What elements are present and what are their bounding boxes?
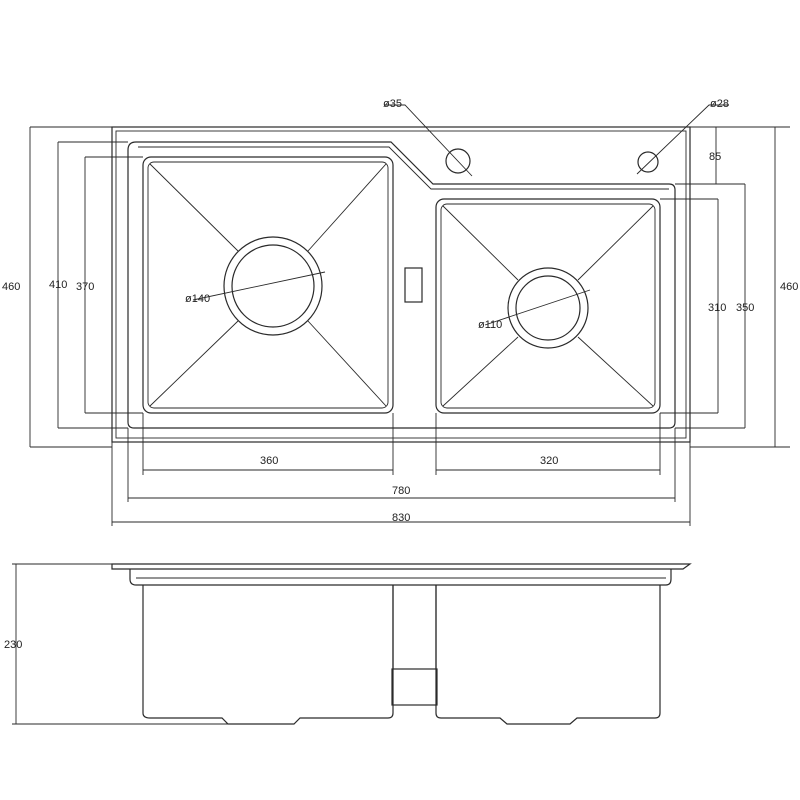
dim-85: 85: [709, 151, 721, 163]
soap-hole: [637, 151, 659, 173]
deck-outline: [127, 141, 676, 429]
dim-780: 780: [392, 485, 410, 497]
side-right-bowl: [435, 585, 661, 725]
dim-830: 830: [392, 512, 410, 524]
right-bowl: [435, 198, 661, 414]
outer-frame: [111, 126, 691, 443]
dim-410: 410: [49, 279, 67, 291]
dim-320: 320: [540, 455, 558, 467]
dim-230: 230: [4, 639, 22, 651]
dim-460-left: 460: [2, 281, 20, 293]
top-view: ø35 ø28 ø140 ø110 460 410 370 460 350 31…: [2, 98, 798, 526]
overflow-slot: [404, 267, 423, 303]
tap-hole: [445, 148, 471, 174]
hole-left-label: ø35: [383, 98, 402, 110]
right-drain: [507, 267, 589, 349]
dim-360: 360: [260, 455, 278, 467]
side-drain-connector: [391, 668, 438, 706]
dim-460-right: 460: [780, 281, 798, 293]
hole-right-label: ø28: [710, 98, 729, 110]
side-left-bowl: [142, 585, 394, 725]
side-flange: [111, 563, 692, 570]
left-bowl: [142, 156, 394, 414]
right-drain-label: ø110: [478, 319, 502, 331]
dim-370: 370: [76, 281, 94, 293]
left-drain: [223, 236, 323, 336]
dim-310: 310: [708, 302, 726, 314]
left-drain-label: ø140: [185, 293, 210, 305]
dim-350: 350: [736, 302, 754, 314]
side-view: 230: [4, 563, 692, 725]
